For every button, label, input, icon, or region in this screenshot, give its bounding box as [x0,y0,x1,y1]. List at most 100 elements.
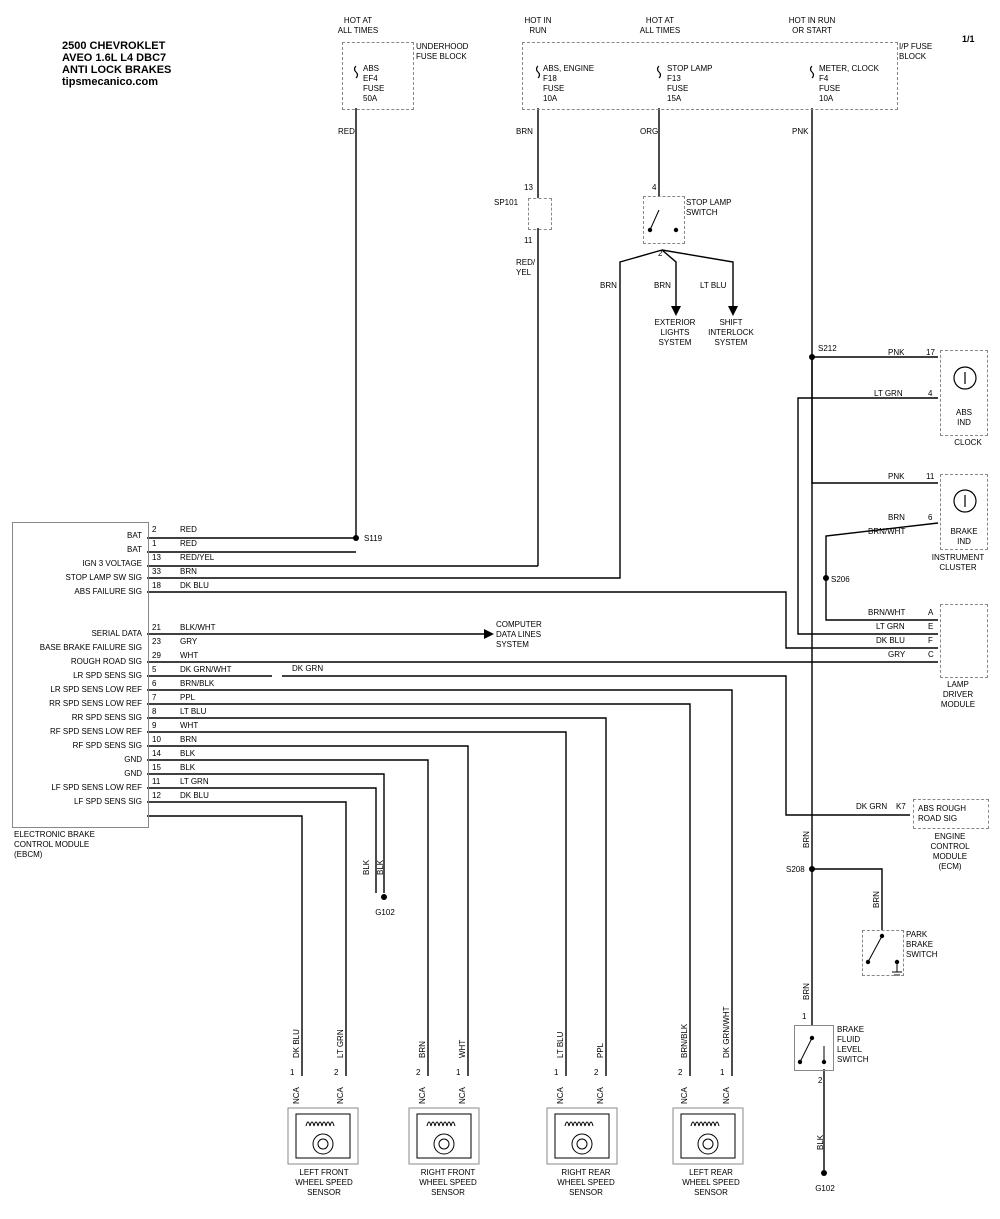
sensor-connector-a: NCA [556,1087,565,1104]
ebcm-signal-label: RR SPD SENS LOW REF [49,699,142,708]
ebcm-pin-number: 5 [152,665,157,674]
exterior-lights-label: EXTERIOR LIGHTS SYSTEM [654,318,696,347]
wire-brn-park: BRN [872,891,881,908]
brake-ind-box [940,474,988,550]
ebcm-box [12,522,149,828]
ecm-wire: DK GRN [856,802,888,811]
ebcm-pin-number: 29 [152,651,161,660]
ebcm-signal-label: BAT [127,531,142,540]
ebcm-signal-label: LR SPD SENS LOW REF [50,685,142,694]
sensor-wire-b: LT GRN [336,1029,345,1058]
ebcm-pin-number: 6 [152,679,157,688]
ebcm-signal-label: STOP LAMP SW SIG [65,573,142,582]
wire-org: ORG [640,127,659,136]
ip-fuse-box [522,42,898,110]
sensor-connector-b: NCA [336,1087,345,1104]
wire-red: RED [338,127,355,136]
ld-wire-3: DK BLU [876,636,905,645]
ebcm-signal-label: ABS FAILURE SIG [74,587,142,596]
abs-hot-label: HOT AT ALL TIMES [337,16,379,35]
sensor-wire-b: WHT [458,1039,467,1058]
brake-ind-label: BRAKE IND [950,527,978,546]
ebcm-pin-number: 1 [152,539,157,548]
ebcm-signal-label: GND [124,769,142,778]
park-brake-switch [862,930,904,976]
ebcm-wire-color: BRN [180,735,197,744]
pin-17: 17 [926,348,935,357]
sensor-connector-a: NCA [680,1087,689,1104]
underhood-fuse-box [342,42,414,110]
g102-fluid-label: G102 [815,1184,835,1193]
ld-pin-4: C [928,650,934,659]
ebcm-pin-number: 21 [152,623,161,632]
ebcm-signal-label: SERIAL DATA [91,629,142,638]
pin-2: 2 [658,249,663,258]
ebcm-wire-color: WHT [180,721,199,730]
ebcm-pin-number: 12 [152,791,161,800]
sensor-connector-a: NCA [418,1087,427,1104]
ebcm-pin-number: 33 [152,567,161,576]
ebcm-label: ELECTRONIC BRAKE CONTROL MODULE (EBCM) [14,830,95,859]
pin-13: 13 [524,183,533,192]
underhood-label: UNDERHOOD FUSE BLOCK [416,42,469,61]
sp101-connector [528,198,552,230]
sensor-name: RIGHT FRONT WHEEL SPEED SENSOR [419,1168,477,1197]
computer-data-label: COMPUTER DATA LINES SYSTEM [496,620,542,649]
ebcm-signal-label: LF SPD SENS LOW REF [51,783,142,792]
stop-switch-label: STOP LAMP SWITCH [686,198,732,217]
sensor-wire-a: BRN/BLK [680,1023,689,1058]
sensor-connector-b: NCA [458,1087,467,1104]
abs-engine-fuse-label: ABS, ENGINE F18 FUSE 10A [543,64,595,103]
sensor-name: RIGHT REAR WHEEL SPEED SENSOR [557,1168,615,1197]
ebcm-signal-label: BASE BRAKE FAILURE SIG [39,643,142,652]
sensor-wire-b: DK GRN/WHT [722,1006,731,1058]
wire-brn-cluster: BRN [888,513,905,522]
wire-blk-2: BLK [376,859,385,875]
sensor-pin-b: 1 [720,1068,725,1077]
sensor-name: LEFT FRONT WHEEL SPEED SENSOR [295,1168,353,1197]
wire-blk-fluid: BLK [816,1134,825,1150]
wire-lt-blu: LT BLU [700,281,727,290]
ld-pin-2: E [928,622,934,631]
ebcm-wire-color: DK BLU [180,791,209,800]
stop-fuse-label: STOP LAMP F13 FUSE 15A [667,64,713,103]
sensor-pin-b: 2 [594,1068,599,1077]
ebcm-pin-number: 2 [152,525,157,534]
sensor-pin-b: 2 [334,1068,339,1077]
ld-pin-3: F [928,636,933,645]
fluid-pin-1: 1 [802,1012,807,1021]
ld-wire-2: LT GRN [876,622,905,631]
ebcm-signal-label: LR SPD SENS SIG [73,671,142,680]
brake-fluid-label: BRAKE FLUID LEVEL SWITCH [837,1025,869,1064]
ebcm-wire-color: RED/YEL [180,553,215,562]
ebcm-pin-number: 13 [152,553,161,562]
ebcm-wire-color: GRY [180,637,198,646]
ebcm-pin-number: 10 [152,735,161,744]
sensor-wire-a: DK BLU [292,1029,301,1058]
wire-brn-1: BRN [516,127,533,136]
wire-red-yel: RED/ YEL [516,258,536,277]
wire-pnk: PNK [792,127,809,136]
lamp-driver-box [940,604,988,678]
ecm-box [913,799,989,829]
ebcm-wire-color: BRN [180,567,197,576]
ebcm-wire-color: WHT [180,651,199,660]
ebcm-pin-number: 15 [152,763,161,772]
wire-dk-grn-rough: DK GRN [292,664,324,673]
pin-6: 6 [928,513,933,522]
fluid-pin-2: 2 [818,1076,823,1085]
meter-fuse-label: METER, CLOCK F4 FUSE 10A [819,64,880,103]
sensor-connector-b: NCA [596,1087,605,1104]
ebcm-signal-label: RF SPD SENS LOW REF [49,727,142,736]
ebcm-signal-label: BAT [127,545,142,554]
ebcm-signal-label: GND [124,755,142,764]
ip-fuse-label: I/P FUSE BLOCK [899,42,933,61]
lamp-driver-label: LAMP DRIVER MODULE [940,680,976,709]
wire-pnk-a: PNK [888,348,905,357]
ld-wire-1: BRN/WHT [868,608,906,617]
sensor-connector-a: NCA [292,1087,301,1104]
ebcm-pin-number: 8 [152,707,157,716]
title-line-1: 2500 CHEVROKLET [62,40,166,52]
abs-ind-box [940,350,988,436]
